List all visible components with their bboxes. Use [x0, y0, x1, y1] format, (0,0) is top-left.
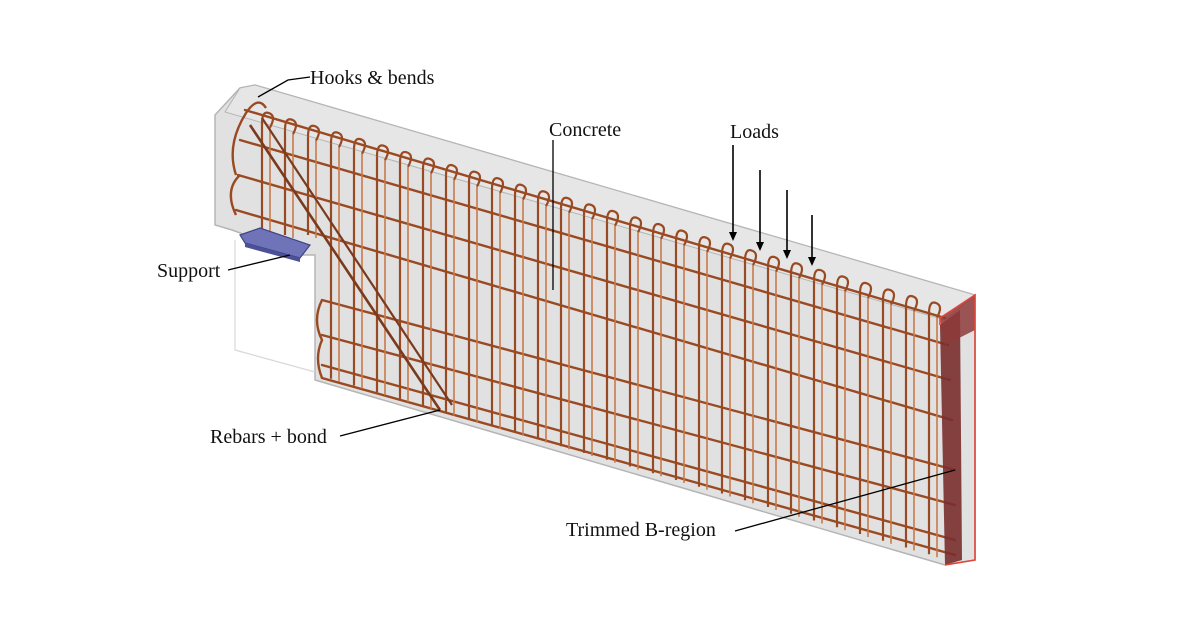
- cut-face-web: [940, 310, 962, 565]
- hooks-leader: [257, 76, 311, 98]
- support-plate-side: [245, 243, 300, 262]
- concrete-body: [214, 84, 977, 566]
- stirrup-hook: [605, 209, 620, 227]
- stirrup-hook: [674, 229, 689, 246]
- support-label: Support: [157, 260, 221, 282]
- stirrup-hook: [766, 255, 781, 273]
- end-hook-upper: [231, 101, 268, 176]
- stirrup-hook: [260, 111, 275, 129]
- rebar-cage: [229, 101, 957, 558]
- support-plate: [239, 227, 311, 262]
- concrete-label: Concrete: [549, 119, 622, 141]
- support-leader: [227, 254, 291, 271]
- load-arrow-head: [729, 232, 737, 241]
- hidden-edge: [234, 240, 316, 373]
- stirrup-hook: [881, 288, 896, 305]
- bottom-end-loop: [315, 299, 324, 379]
- leader-lines: [227, 76, 956, 532]
- stirrup-hook: [421, 157, 436, 174]
- stirrup-hook: [490, 177, 505, 194]
- trimmed-face: [939, 293, 976, 566]
- stirrup-hook: [306, 124, 321, 142]
- stirrup-hook: [835, 275, 850, 292]
- load-arrow-head: [783, 250, 791, 259]
- longitudinal-bar: [238, 138, 950, 347]
- diagonal-bar: [248, 124, 442, 411]
- rebars-leader: [339, 409, 441, 437]
- stirrup-hook: [628, 216, 643, 233]
- rebars-label: Rebars + bond: [210, 426, 327, 448]
- hooks-label: Hooks & bends: [310, 67, 435, 89]
- cut-face-flange: [940, 295, 975, 345]
- load-arrow-head: [756, 242, 764, 251]
- longitudinal-bar: [234, 208, 954, 422]
- stirrup-hook: [352, 137, 367, 155]
- loads-label: Loads: [730, 121, 779, 143]
- trimmed-leader: [734, 469, 956, 532]
- stirrup-hook: [513, 183, 528, 201]
- stirrup-hook: [536, 190, 551, 207]
- stirrup-hook: [904, 294, 919, 312]
- stirrup-hook: [789, 262, 804, 279]
- stirrup-hook: [444, 163, 459, 181]
- cut-face-edge: [939, 293, 976, 566]
- stirrup-hook: [858, 281, 873, 299]
- stirrup-hook: [812, 268, 827, 286]
- end-hook-lower: [229, 174, 241, 216]
- stirrup-hook: [329, 131, 344, 148]
- diagonal-bar: [261, 117, 453, 406]
- stirrup-hook: [582, 203, 597, 220]
- stirrup-hook: [927, 301, 942, 318]
- stirrup-hook: [559, 196, 574, 214]
- stirrup-hook: [283, 118, 298, 135]
- load-arrow-head: [808, 257, 816, 266]
- stirrup-hook: [398, 150, 413, 168]
- longitudinal-bar: [236, 173, 952, 382]
- stirrup-hook: [375, 144, 390, 161]
- stirrup-hook: [467, 170, 482, 187]
- stirrup-hook: [697, 235, 712, 253]
- stirrup-hook: [651, 222, 666, 240]
- stirrup-hook: [720, 242, 735, 260]
- support-plate-top: [239, 227, 311, 259]
- stirrup-hook: [743, 249, 758, 266]
- trimmed-label: Trimmed B-region: [566, 519, 716, 541]
